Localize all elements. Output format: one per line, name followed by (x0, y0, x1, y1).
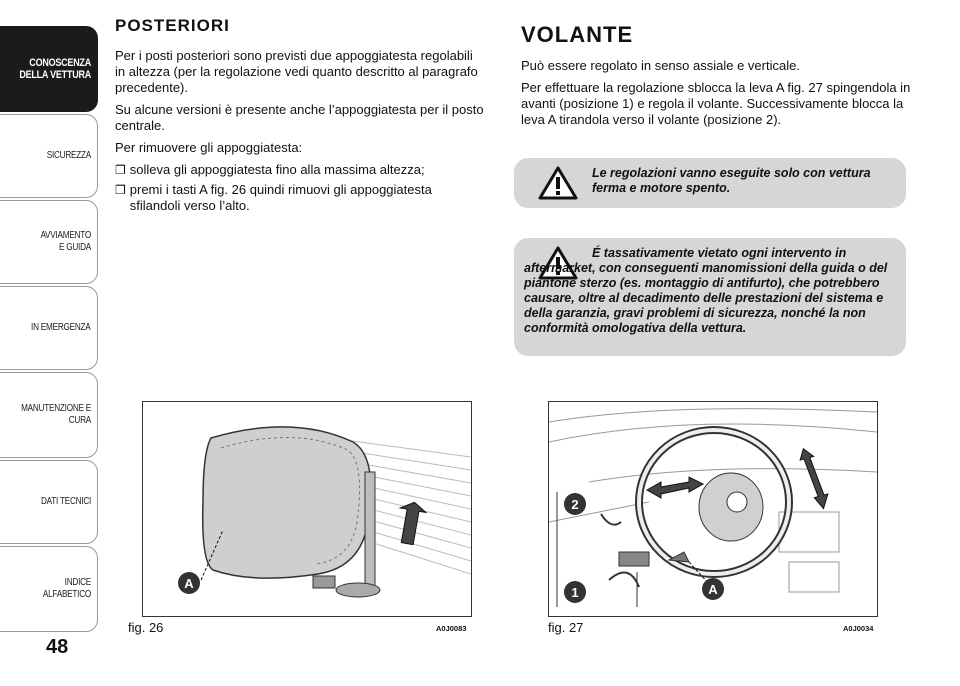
callout-a: A (184, 576, 194, 591)
figure-steering-wheel: 2 1 A (548, 401, 878, 617)
callout-1: 1 (571, 585, 578, 600)
right-text-column: Può essere regolato in senso assiale e v… (521, 58, 911, 134)
paragraph: Per rimuovere gli appoggiatesta: (115, 140, 303, 155)
figure-headrest: A (142, 401, 472, 617)
tab-label: INDICE ALFABETICO (42, 577, 91, 600)
tab-sicurezza[interactable]: SICUREZZA (0, 114, 98, 198)
warning-box: Le regolazioni vanno eseguite solo con v… (514, 158, 906, 208)
left-text-column: Per i posti posteriori sono previsti due… (115, 48, 485, 218)
list-item: ❒ premi i tasti A fig. 26 quindi rimuovi… (115, 182, 485, 214)
paragraph: Per effettuare la regolazione sblocca la… (521, 80, 911, 127)
headrest-illustration: A (178, 426, 471, 598)
figure-code: A0J0083 (436, 624, 467, 633)
list-item-text: premi i tasti A fig. 26 quindi rimuovi g… (129, 182, 432, 213)
heading-volante: VOLANTE (521, 22, 634, 47)
section-sidebar: CONOSCENZA DELLA VETTURA SICUREZZA AVVIA… (0, 0, 102, 686)
warning-text: Le regolazioni vanno eseguite solo con v… (592, 166, 871, 195)
tab-conoscenza-della-vettura[interactable]: CONOSCENZA DELLA VETTURA (0, 26, 98, 112)
tab-label: SICUREZZA (46, 150, 92, 161)
paragraph: Può essere regolato in senso assiale e v… (521, 58, 800, 73)
callout-2: 2 (571, 497, 578, 512)
tab-label: MANUTENZIONE E CURA (21, 403, 92, 426)
warning-box: É tassativamente vietato ogni intervento… (514, 238, 906, 356)
tab-indice-alfabetico[interactable]: INDICE ALFABETICO (0, 546, 98, 632)
page-number: 48 (46, 636, 69, 658)
tab-manutenzione-e-cura[interactable]: MANUTENZIONE E CURA (0, 372, 98, 458)
list-item: ❒ solleva gli appoggiatesta fino alla ma… (115, 162, 485, 178)
figure-caption: fig. 26 (128, 620, 164, 635)
warning-triangle-icon (538, 166, 578, 200)
tab-label: DATI TECNICI (40, 496, 91, 507)
heading-posteriori: POSTERIORI (115, 16, 230, 35)
tab-label: AVVIAMENTO E GUIDA (40, 230, 91, 253)
checkbox-bullet-icon: ❒ (115, 163, 126, 177)
tab-dati-tecnici[interactable]: DATI TECNICI (0, 460, 98, 544)
callout-a: A (708, 582, 718, 597)
list-item-text: solleva gli appoggiatesta fino alla mass… (129, 162, 425, 177)
steering-wheel-illustration: 2 1 A (549, 408, 877, 607)
tab-avviamento-e-guida[interactable]: AVVIAMENTO E GUIDA (0, 200, 98, 284)
paragraph: Su alcune versioni è presente anche l’ap… (115, 102, 484, 133)
warning-text: É tassativamente vietato ogni intervento… (524, 246, 888, 335)
checkbox-bullet-icon: ❒ (115, 183, 126, 197)
tab-label: CONOSCENZA DELLA VETTURA (19, 57, 92, 81)
figure-code: A0J0034 (843, 624, 874, 633)
figure-caption: fig. 27 (548, 620, 584, 635)
tab-label: IN EMERGENZA (31, 322, 92, 333)
tab-in-emergenza[interactable]: IN EMERGENZA (0, 286, 98, 370)
warning-triangle-icon (538, 246, 578, 280)
paragraph: Per i posti posteriori sono previsti due… (115, 48, 478, 95)
